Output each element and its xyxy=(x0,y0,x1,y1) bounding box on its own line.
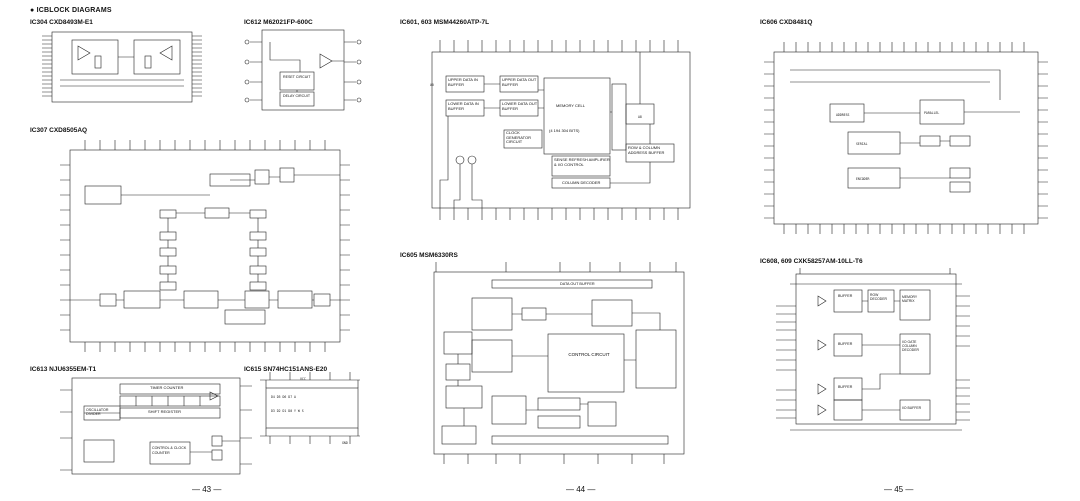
ic613-diagram xyxy=(60,377,252,475)
delay-circuit-label: DELAY CIRCUIT xyxy=(283,94,311,98)
ic307-title: IC307 CXD8505AQ xyxy=(30,127,88,134)
ic307-diagram xyxy=(60,140,350,352)
ic615-diagram xyxy=(260,372,360,444)
timer-counter-label: TIMER COUNTER xyxy=(150,385,184,390)
shift-register-label: SHIFT REGISTER xyxy=(148,409,182,414)
ic608-diagram xyxy=(776,268,970,431)
svg-text:D3 D2 D1 D0 Y W S: D3 D2 D1 D0 Y W S xyxy=(271,409,304,413)
svg-text:GND: GND xyxy=(342,441,348,445)
io-gate-label: I/O GATE COLUMN DECODER xyxy=(902,340,919,352)
clock-generator-label: CLOCK GENERATOR CIRCUIT xyxy=(506,130,531,144)
memory-cell-label: MEMORY CELL xyxy=(556,103,585,108)
io-buffer-label: I/O BUFFER xyxy=(902,406,922,410)
ic606-diagram xyxy=(764,42,1048,234)
reset-circuit-label: RESET CIRCUIT xyxy=(283,75,311,79)
buffer-label-3: BUFFER xyxy=(838,385,853,389)
memory-bits-label: (4 194 304 BITS) xyxy=(549,128,580,133)
page-number-44: — 44 — xyxy=(566,485,596,494)
control-clock-label: CONTROL & CLOCK COUNTER xyxy=(152,446,187,455)
ic612-diagram xyxy=(244,29,362,111)
lower-data-in-label: LOWER DATA IN BUFFER xyxy=(448,101,479,111)
svg-text:A8: A8 xyxy=(638,115,642,119)
ic304-title: IC304 CXD8493M-E1 xyxy=(30,19,93,26)
svg-text:SERIAL: SERIAL xyxy=(856,142,868,146)
row-column-address-label: ROW & COLUMN ADDRESS BUFFER xyxy=(628,145,665,155)
page-number-43: — 43 — xyxy=(192,485,222,494)
ic606-title: IC606 CXD8481Q xyxy=(760,19,813,26)
buffer-label-1: BUFFER xyxy=(838,294,853,298)
ic608-title: IC608, 609 CXK58257AM-10LL-T6 xyxy=(760,258,863,265)
ic605-title: IC605 MSM6330RS xyxy=(400,252,458,259)
svg-text:ADDRESS: ADDRESS xyxy=(836,113,850,117)
sense-amp-label: SENSE REFRESH AMPLIFIER & I/O CONTROL xyxy=(554,157,610,167)
page-title: ● ICBLOCK DIAGRAMS xyxy=(30,7,112,14)
memory-matrix-label: MEMORY MATRIX xyxy=(902,295,918,303)
ic613-title: IC613 NJU6355EM-T1 xyxy=(30,366,97,373)
svg-text:A0: A0 xyxy=(430,83,434,87)
page-number-45: — 45 — xyxy=(884,485,914,494)
column-decoder-label: COLUMN DECODER xyxy=(562,180,601,185)
ic601-diagram xyxy=(431,40,691,220)
ic601-title: IC601, 603 MSM44260ATP-7L xyxy=(400,19,490,26)
ic615-title: IC615 SN74HC151ANS-E20 xyxy=(244,366,328,373)
svg-text:VCC: VCC xyxy=(300,377,306,381)
row-decoder-label: ROW DECODER xyxy=(870,293,887,301)
ic605-diagram xyxy=(433,262,685,464)
ic304-diagram xyxy=(42,31,202,103)
data-out-buffer-label: DATA OUT BUFFER xyxy=(560,282,595,286)
upper-data-in-label: UPPER DATA IN BUFFER xyxy=(448,77,478,87)
control-circuit-label: CONTROL CIRCUIT xyxy=(568,352,610,357)
ic612-title: IC612 M62021FP-600C xyxy=(244,19,313,26)
oscillator-label: OSCILLATOR DIVIDER xyxy=(86,408,109,417)
upper-data-out-label: UPPER DATA OUT BUFFER xyxy=(502,77,537,87)
svg-text:ENCODER: ENCODER xyxy=(856,177,870,181)
buffer-label-2: BUFFER xyxy=(838,342,853,346)
svg-text:PARALLEL: PARALLEL xyxy=(924,111,939,115)
svg-text:D4 D5 D6 D7 A: D4 D5 D6 D7 A xyxy=(271,395,296,399)
lower-data-out-label: LOWER DATA OUT BUFFER xyxy=(502,101,538,111)
